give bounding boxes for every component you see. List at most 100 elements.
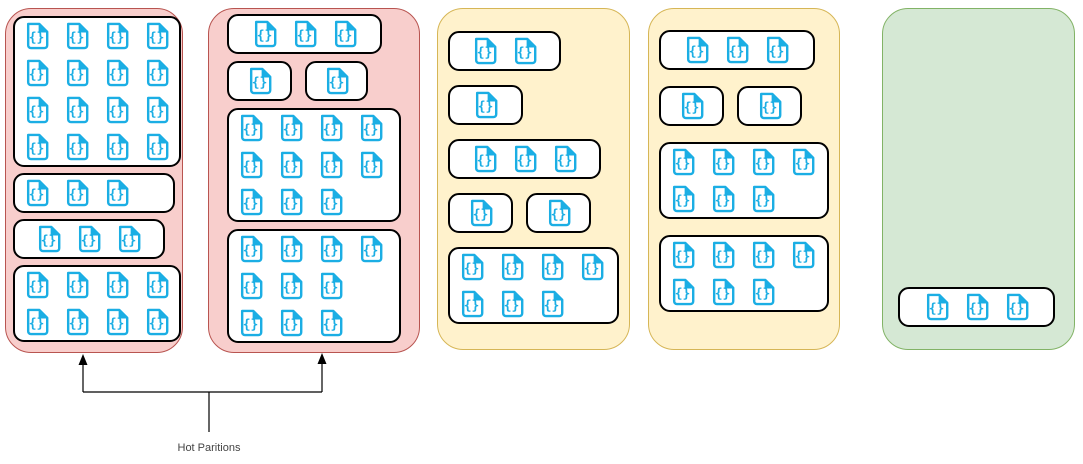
- box-row: [659, 30, 829, 70]
- json-document-icon: [670, 148, 696, 176]
- icon-row: [546, 199, 572, 227]
- document-group-box: [227, 108, 401, 222]
- document-group-box: [13, 219, 165, 259]
- json-document-icon: [358, 235, 384, 263]
- document-group-box: [227, 61, 292, 101]
- partition-4: [648, 8, 840, 350]
- json-document-icon: [24, 179, 50, 207]
- document-group-box: [305, 61, 368, 101]
- document-group-box: [659, 30, 815, 70]
- partition-3: [437, 8, 630, 350]
- json-document-icon: [499, 290, 525, 318]
- json-document-icon: [679, 92, 705, 120]
- json-document-icon: [757, 92, 783, 120]
- json-document-icon: [358, 114, 384, 142]
- json-document-icon: [24, 96, 50, 124]
- icon-row: [238, 188, 344, 216]
- json-document-icon: [76, 225, 102, 253]
- json-document-icon: [318, 309, 344, 337]
- box-row: [227, 229, 401, 343]
- json-document-icon: [750, 148, 776, 176]
- box-row: [13, 173, 175, 213]
- json-document-icon: [64, 22, 90, 50]
- json-document-icon: [278, 188, 304, 216]
- json-document-icon: [332, 20, 358, 48]
- json-document-icon: [238, 272, 264, 300]
- json-document-icon: [670, 185, 696, 213]
- json-document-icon: [472, 145, 498, 173]
- document-group-box: [13, 173, 175, 213]
- icon-row: [670, 148, 816, 176]
- json-document-icon: [64, 179, 90, 207]
- icon-row: [472, 37, 538, 65]
- json-document-icon: [144, 96, 170, 124]
- partition-2: [208, 8, 420, 353]
- json-document-icon: [24, 22, 50, 50]
- json-document-icon: [238, 114, 264, 142]
- document-group-box: [659, 235, 829, 312]
- json-document-icon: [710, 185, 736, 213]
- json-document-icon: [318, 272, 344, 300]
- json-document-icon: [1004, 293, 1030, 321]
- json-document-icon: [252, 20, 278, 48]
- box-row: [448, 247, 619, 324]
- icon-row: [24, 133, 170, 161]
- json-document-icon: [539, 253, 565, 281]
- icon-row: [247, 67, 273, 95]
- document-group-box: [13, 265, 181, 342]
- json-document-icon: [790, 241, 816, 269]
- document-group-box: [227, 229, 401, 343]
- box-row: [659, 235, 829, 312]
- json-document-icon: [144, 308, 170, 336]
- box-row: [659, 142, 829, 219]
- icon-row: [238, 114, 384, 142]
- arrow-up-right-icon: [317, 353, 327, 364]
- document-group-box: [898, 287, 1055, 327]
- icon-row: [24, 96, 170, 124]
- json-document-icon: [144, 59, 170, 87]
- json-document-icon: [684, 36, 710, 64]
- json-document-icon: [764, 36, 790, 64]
- json-document-icon: [104, 133, 130, 161]
- json-document-icon: [552, 145, 578, 173]
- json-document-icon: [459, 253, 485, 281]
- json-document-icon: [278, 114, 304, 142]
- box-row: [448, 193, 619, 233]
- json-document-icon: [670, 278, 696, 306]
- json-document-icon: [318, 114, 344, 142]
- json-document-icon: [512, 145, 538, 173]
- icon-row: [324, 67, 350, 95]
- json-document-icon: [144, 133, 170, 161]
- json-document-icon: [459, 290, 485, 318]
- json-document-icon: [278, 309, 304, 337]
- json-document-icon: [318, 235, 344, 263]
- icon-row: [238, 309, 344, 337]
- json-document-icon: [278, 272, 304, 300]
- json-document-icon: [710, 241, 736, 269]
- json-document-icon: [64, 133, 90, 161]
- document-group-box: [448, 247, 619, 324]
- json-document-icon: [24, 59, 50, 87]
- json-document-icon: [750, 185, 776, 213]
- json-document-icon: [468, 199, 494, 227]
- icon-row: [24, 22, 170, 50]
- icon-row: [684, 36, 790, 64]
- icon-row: [24, 179, 130, 207]
- icon-row: [670, 278, 776, 306]
- json-document-icon: [539, 290, 565, 318]
- box-row: [659, 86, 829, 126]
- icon-row: [36, 225, 142, 253]
- json-document-icon: [24, 271, 50, 299]
- json-document-icon: [116, 225, 142, 253]
- json-document-icon: [64, 308, 90, 336]
- icon-row: [24, 271, 170, 299]
- document-group-box: [659, 142, 829, 219]
- json-document-icon: [292, 20, 318, 48]
- json-document-icon: [24, 308, 50, 336]
- box-row: [13, 219, 175, 259]
- box-row: [898, 287, 1059, 327]
- icon-row: [459, 290, 565, 318]
- document-group-box: [13, 16, 181, 167]
- json-document-icon: [318, 188, 344, 216]
